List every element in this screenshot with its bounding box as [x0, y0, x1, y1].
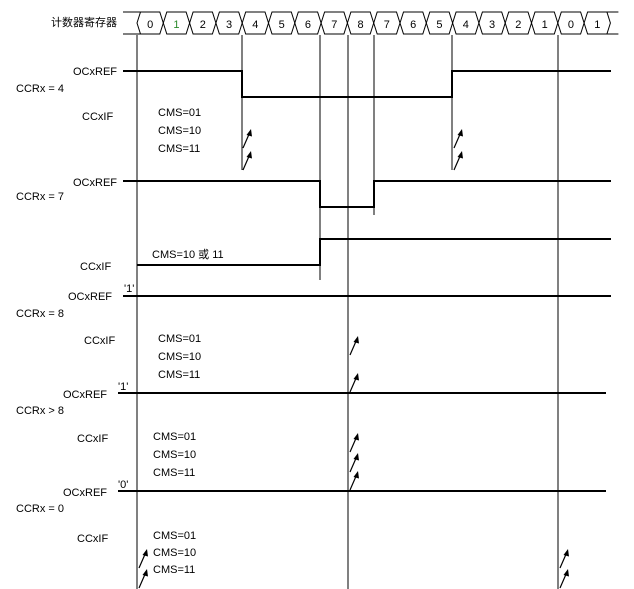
- arrow-head: [457, 151, 463, 159]
- ocxref-label: OCxREF: [68, 291, 112, 303]
- arrow-head: [457, 129, 463, 137]
- cms-line: CMS=10 或 11: [152, 248, 224, 261]
- interrupt-arrow-icon: [138, 549, 148, 569]
- arrow-head: [353, 433, 359, 441]
- counter-value: 6: [305, 19, 311, 31]
- cms-line: CMS=01: [158, 107, 201, 119]
- ccxif-label: CCxIF: [80, 261, 111, 273]
- counter-register-bus: 0 1 2 3 4 5 6 7 8 7 6 5 4 3 2 1 0 1: [123, 11, 619, 35]
- arrow-head: [142, 569, 148, 577]
- cms-line: CMS=01: [158, 333, 201, 345]
- arrow-head: [246, 151, 252, 159]
- level-tag: '1': [124, 283, 134, 295]
- arrow-head: [353, 453, 359, 461]
- cms-line: CMS=11: [158, 369, 200, 381]
- counter-register-label: 计数器寄存器: [51, 15, 117, 29]
- counter-value: 0: [568, 19, 574, 31]
- cms-line: CMS=01: [153, 431, 196, 443]
- interrupt-arrow-icon: [242, 129, 252, 149]
- counter-value: 5: [436, 19, 442, 31]
- cms-line: CMS=01: [153, 530, 196, 542]
- counter-value: 0: [147, 19, 153, 31]
- ccr-label: CCRx = 7: [16, 191, 64, 203]
- cms-line: CMS=11: [153, 564, 195, 576]
- counter-value: 2: [200, 19, 206, 31]
- ccr-label: CCRx > 8: [16, 405, 64, 417]
- arrow-head: [563, 549, 569, 557]
- interrupt-arrow-icon: [349, 453, 359, 473]
- counter-value: 7: [384, 19, 390, 31]
- section-ccrx-4: OCxREF CCRx = 4 CCxIF CMS=01 CMS=10 CMS=…: [16, 66, 611, 171]
- counter-value: 1: [542, 19, 548, 31]
- cms-line: CMS=10: [153, 547, 196, 559]
- counter-value: 7: [331, 19, 337, 31]
- interrupt-arrow-icon: [138, 569, 148, 589]
- ccxif-label: CCxIF: [84, 335, 115, 347]
- interrupt-arrow-icon: [559, 569, 569, 589]
- level-tag: '0': [118, 479, 128, 491]
- counter-value: 1: [594, 19, 600, 31]
- section-ccrx-gt-8: '1' OCxREF CCRx > 8 CCxIF CMS=01 CMS=10 …: [16, 381, 606, 491]
- cms-line: CMS=10: [153, 449, 196, 461]
- cms-line: CMS=10: [158, 125, 201, 137]
- cms-line: CMS=10: [158, 351, 201, 363]
- interrupt-arrow-icon: [453, 129, 463, 149]
- level-tag: '1': [118, 381, 128, 393]
- ocxref-waveform: [123, 180, 611, 208]
- arrow-head: [353, 471, 359, 479]
- ocxref-label: OCxREF: [73, 66, 117, 78]
- arrow-head: [246, 129, 252, 137]
- section-ccrx-0: '0' OCxREF CCRx = 0 CCxIF CMS=01 CMS=10 …: [16, 479, 606, 589]
- ccxif-label: CCxIF: [77, 433, 108, 445]
- arrow-head: [353, 336, 359, 344]
- counter-cell: [583, 11, 611, 35]
- counter-value: 4: [252, 19, 258, 31]
- ocxref-label: OCxREF: [73, 177, 117, 189]
- counter-value: 5: [279, 19, 285, 31]
- counter-value: 3: [489, 19, 495, 31]
- section-ccrx-7: OCxREF CCRx = 7 CCxIF CMS=10 或 11: [16, 177, 611, 273]
- interrupt-arrow-icon: [559, 549, 569, 569]
- arrow-head: [353, 373, 359, 381]
- ocxref-label: OCxREF: [63, 389, 107, 401]
- interrupt-arrow-icon: [349, 471, 359, 491]
- arrow-head: [563, 569, 569, 577]
- ccxif-label: CCxIF: [82, 111, 113, 123]
- interrupt-arrow-icon: [349, 336, 359, 356]
- counter-value: 1: [173, 19, 179, 31]
- ocxref-label: OCxREF: [63, 487, 107, 499]
- counter-value: 4: [463, 19, 469, 31]
- interrupt-arrow-icon: [242, 151, 252, 171]
- counter-value: 8: [357, 19, 363, 31]
- ccxif-label: CCxIF: [77, 533, 108, 545]
- arrow-head: [142, 549, 148, 557]
- interrupt-arrow-icon: [453, 151, 463, 171]
- ccxif-waveform: [137, 238, 611, 266]
- ccr-label: CCRx = 8: [16, 308, 64, 320]
- counter-value: 2: [515, 19, 521, 31]
- section-ccrx-8: '1' OCxREF CCRx = 8 CCxIF CMS=01 CMS=10 …: [16, 283, 611, 393]
- interrupt-arrow-icon: [349, 373, 359, 393]
- ocxref-waveform: [123, 70, 611, 98]
- cms-line: CMS=11: [153, 467, 195, 479]
- counter-value: 3: [226, 19, 232, 31]
- ccr-label: CCRx = 0: [16, 503, 64, 515]
- ccr-label: CCRx = 4: [16, 83, 64, 95]
- counter-value: 6: [410, 19, 416, 31]
- interrupt-arrow-icon: [349, 433, 359, 453]
- cms-line: CMS=11: [158, 143, 200, 155]
